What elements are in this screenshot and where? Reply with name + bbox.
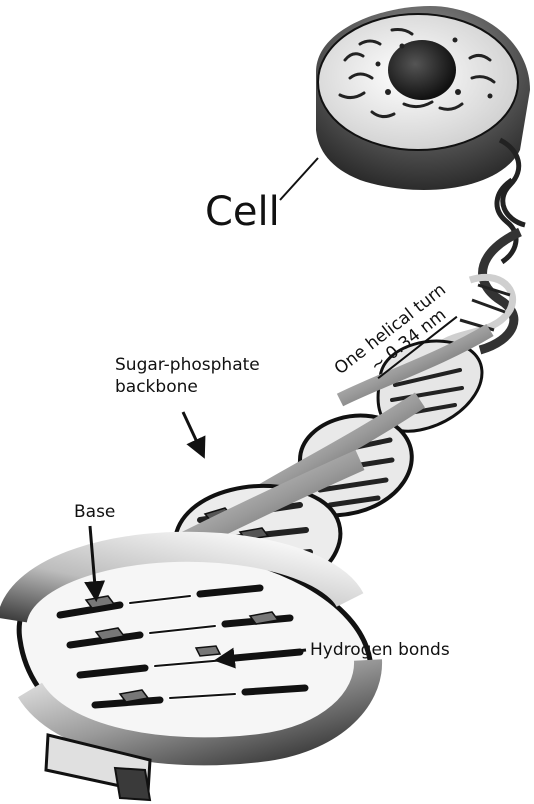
cell-label: Cell: [205, 189, 280, 235]
strand-end-top: [115, 768, 150, 800]
cell-illustration: [316, 6, 530, 190]
cell-nucleus: [388, 40, 456, 100]
base-label: Base: [74, 502, 115, 522]
cell-pointer: [280, 158, 318, 200]
backbone-arrow: [183, 412, 203, 455]
hydrogen-bonds-label: Hydrogen bonds: [310, 640, 450, 660]
backbone-label-line1: Sugar-phosphate: [115, 355, 260, 375]
dna-helix: [12, 140, 525, 800]
backbone-label-line2: backbone: [115, 377, 198, 397]
